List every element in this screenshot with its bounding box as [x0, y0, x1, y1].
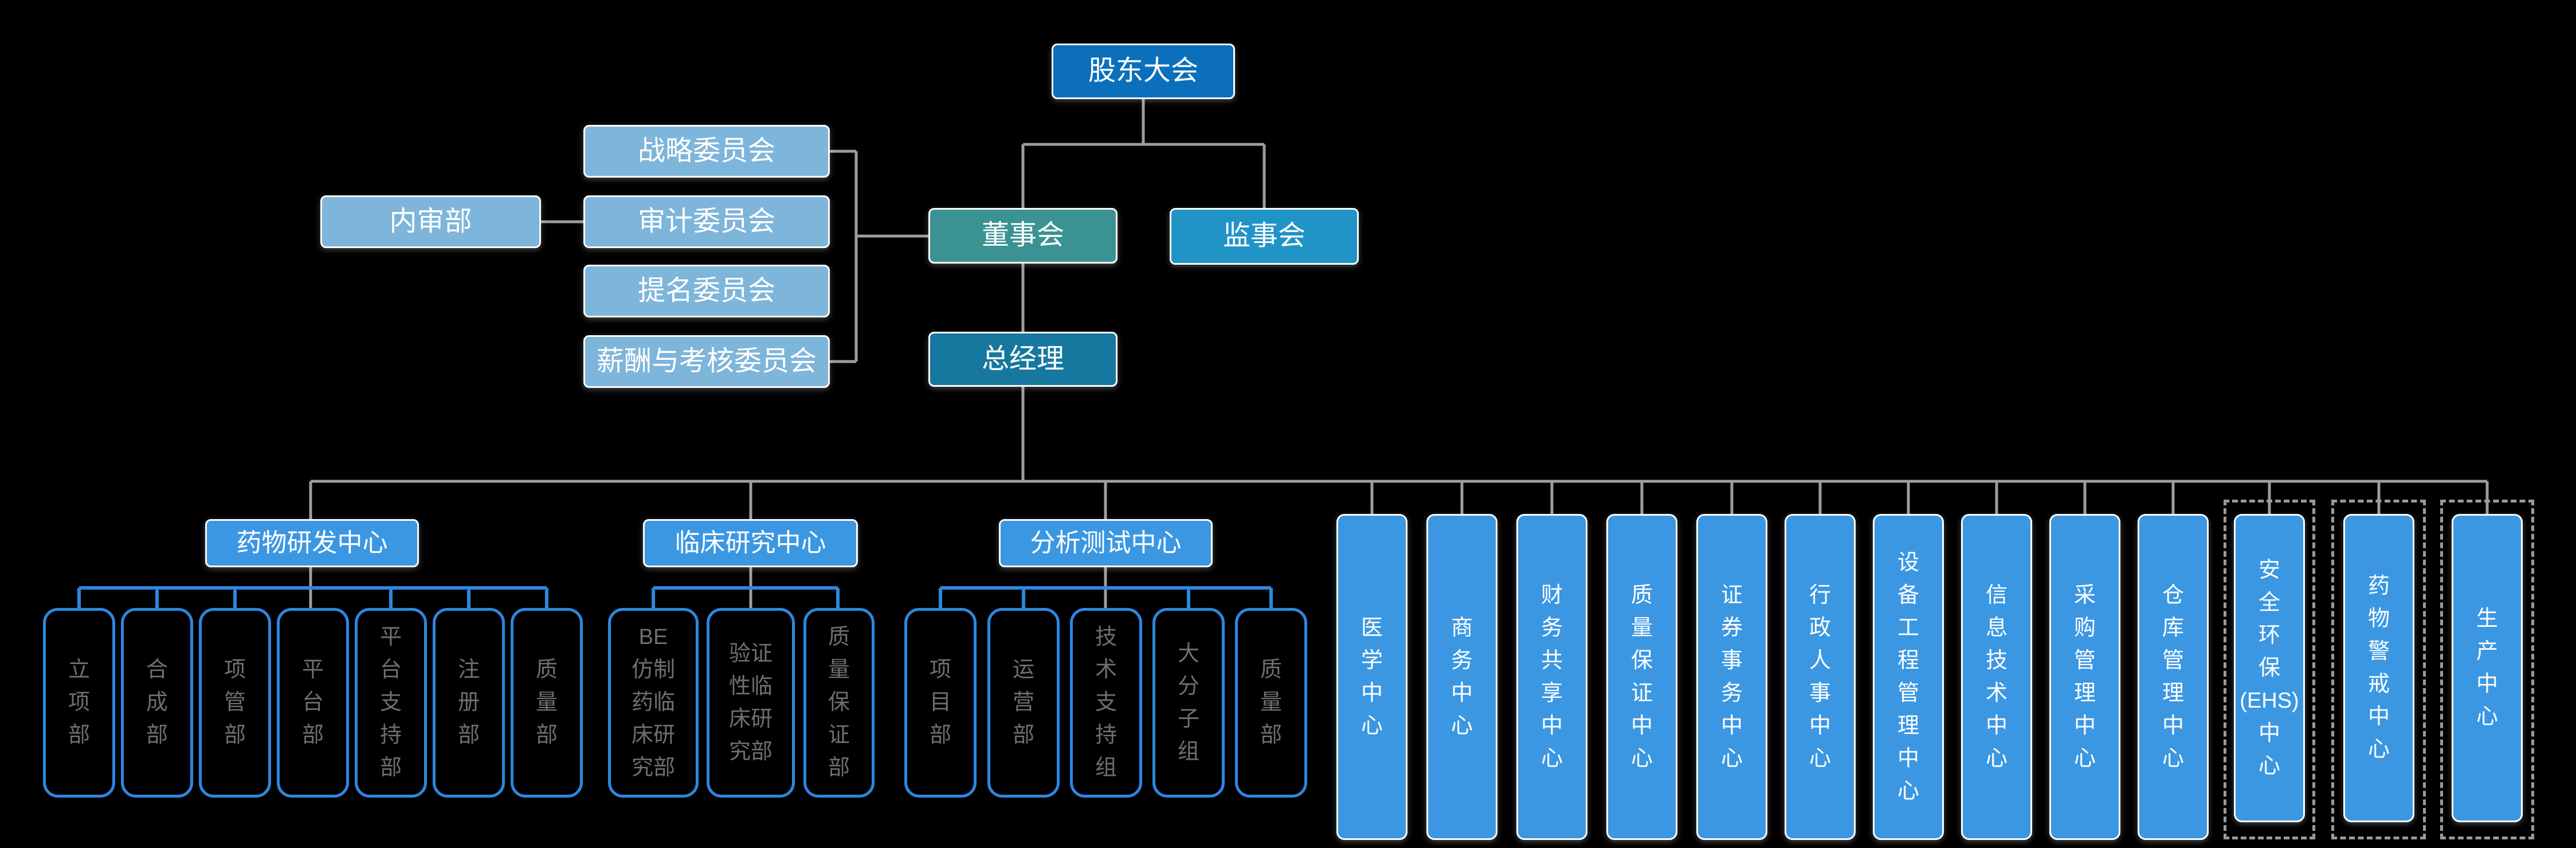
dashed-group-pharmacovigilance: [2331, 500, 2426, 839]
node-equipment-engineering-center: 设 备 工 程 管 理 中 心: [1873, 514, 1944, 840]
node-project-initiation-dept: 立 项 部: [43, 608, 115, 798]
node-project-management-dept: 项 管 部: [199, 608, 271, 798]
quality-dept-rd-label: 质 量 部: [535, 658, 558, 747]
analysis-testing-center-label: 分析测试中心: [1030, 528, 1182, 557]
synthesis-dept-label: 合 成 部: [146, 658, 168, 747]
node-finance-shared-center: 财 务 共 享 中 心: [1516, 514, 1587, 840]
node-procurement-center: 采 购 管 理 中 心: [2049, 514, 2120, 840]
node-committee-compensation: 薪酬与考核委员会: [583, 335, 830, 388]
project-dept-label: 项 目 部: [929, 658, 951, 747]
pharmacovigilance-center-label: 药 物 警 戒 中 心: [2367, 574, 2390, 761]
business-center-label: 商 务 中 心: [1450, 615, 1473, 738]
registration-dept-label: 注 册 部: [457, 658, 480, 747]
internal-audit-dept-label: 内审部: [389, 206, 472, 237]
node-ehs-center: 安 全 环 保 (EHS) 中 心: [2234, 514, 2305, 822]
node-committee-nomination: 提名委员会: [583, 265, 830, 317]
node-synthesis-dept: 合 成 部: [121, 608, 193, 798]
macromolecule-group-label: 大 分 子 组: [1177, 641, 1199, 764]
medical-center-label: 医 学 中 心: [1360, 615, 1383, 738]
node-project-dept: 项 目 部: [904, 608, 977, 798]
quality-dept-analysis-label: 质 量 部: [1260, 658, 1282, 747]
supervisory-board-label: 监事会: [1222, 221, 1305, 252]
node-business-center: 商 务 中 心: [1426, 514, 1497, 840]
node-platform-dept: 平 台 部: [277, 608, 349, 798]
committee-strategy-label: 战略委员会: [637, 135, 775, 166]
quality-assurance-center-label: 质 量 保 证 中 心: [1630, 583, 1653, 771]
node-operations-dept: 运 营 部: [987, 608, 1060, 798]
project-initiation-dept-label: 立 项 部: [68, 658, 90, 747]
node-shareholders-meeting: 股东大会: [1052, 44, 1235, 99]
node-analysis-testing-center: 分析测试中心: [999, 519, 1213, 567]
node-admin-hr-center: 行 政 人 事 中 心: [1785, 514, 1856, 840]
be-generic-clinical-research-dept-label: BE 仿制 药临 床研 究部: [631, 625, 675, 780]
node-it-center: 信 息 技 术 中 心: [1961, 514, 2032, 840]
node-board-of-directors: 董事会: [928, 208, 1118, 264]
node-confirmatory-clinical-research-dept: 验证 性临 床研 究部: [707, 608, 795, 798]
dashed-group-production: [2440, 500, 2534, 839]
drug-rd-center-label: 药物研发中心: [236, 528, 388, 557]
ehs-center-label: 安 全 环 保 (EHS) 中 心: [2240, 558, 2299, 778]
committee-compensation-label: 薪酬与考核委员会: [596, 346, 817, 376]
operations-dept-label: 运 营 部: [1012, 658, 1034, 747]
node-tech-support-group: 技 术 支 持 组: [1070, 608, 1142, 798]
warehouse-center-label: 仓 库 管 理 中 心: [2162, 583, 2184, 771]
quality-assurance-dept-label: 质 量 保 证 部: [828, 625, 850, 780]
node-be-generic-clinical-research-dept: BE 仿制 药临 床研 究部: [608, 608, 699, 798]
node-quality-assurance-dept: 质 量 保 证 部: [803, 608, 875, 798]
it-center-label: 信 息 技 术 中 心: [1985, 583, 2008, 771]
node-medical-center: 医 学 中 心: [1336, 514, 1407, 840]
node-committee-audit: 审计委员会: [583, 195, 830, 248]
node-committee-strategy: 战略委员会: [583, 125, 830, 178]
node-platform-support-dept: 平 台 支 持 部: [355, 608, 427, 798]
committee-nomination-label: 提名委员会: [637, 275, 775, 306]
committee-audit-label: 审计委员会: [637, 206, 775, 237]
general-manager-label: 总经理: [981, 343, 1064, 374]
node-quality-dept-analysis: 质 量 部: [1235, 608, 1307, 798]
board-of-directors-label: 董事会: [981, 220, 1064, 251]
node-warehouse-center: 仓 库 管 理 中 心: [2138, 514, 2209, 840]
node-securities-affairs-center: 证 券 事 务 中 心: [1696, 514, 1767, 840]
securities-affairs-center-label: 证 券 事 务 中 心: [1720, 583, 1743, 771]
node-clinical-research-center: 临床研究中心: [643, 519, 858, 567]
finance-shared-center-label: 财 务 共 享 中 心: [1540, 583, 1563, 771]
project-management-dept-label: 项 管 部: [224, 658, 246, 747]
node-registration-dept: 注 册 部: [433, 608, 505, 798]
node-quality-assurance-center: 质 量 保 证 中 心: [1606, 514, 1677, 840]
node-quality-dept-rd: 质 量 部: [511, 608, 583, 798]
admin-hr-center-label: 行 政 人 事 中 心: [1809, 583, 1831, 771]
node-production-center: 生 产 中 心: [2452, 514, 2523, 822]
node-pharmacovigilance-center: 药 物 警 戒 中 心: [2343, 514, 2414, 822]
node-drug-rd-center: 药物研发中心: [205, 519, 419, 567]
node-macromolecule-group: 大 分 子 组: [1152, 608, 1225, 798]
shareholders-meeting-label: 股东大会: [1088, 56, 1198, 87]
platform-dept-label: 平 台 部: [301, 658, 324, 747]
node-internal-audit-dept: 内审部: [320, 195, 541, 248]
platform-support-dept-label: 平 台 支 持 部: [379, 625, 402, 780]
confirmatory-clinical-research-dept-label: 验证 性临 床研 究部: [728, 641, 773, 764]
blue-connectors: [77, 586, 1273, 608]
clinical-research-center-label: 临床研究中心: [675, 528, 826, 557]
node-general-manager: 总经理: [928, 332, 1118, 387]
tech-support-group-label: 技 术 支 持 组: [1095, 625, 1117, 780]
equipment-engineering-center-label: 设 备 工 程 管 理 中 心: [1897, 550, 1919, 803]
procurement-center-label: 采 购 管 理 中 心: [2073, 583, 2096, 771]
dashed-group-ehs: [2224, 500, 2315, 839]
production-center-label: 生 产 中 心: [2476, 607, 2498, 729]
node-supervisory-board: 监事会: [1170, 208, 1359, 265]
